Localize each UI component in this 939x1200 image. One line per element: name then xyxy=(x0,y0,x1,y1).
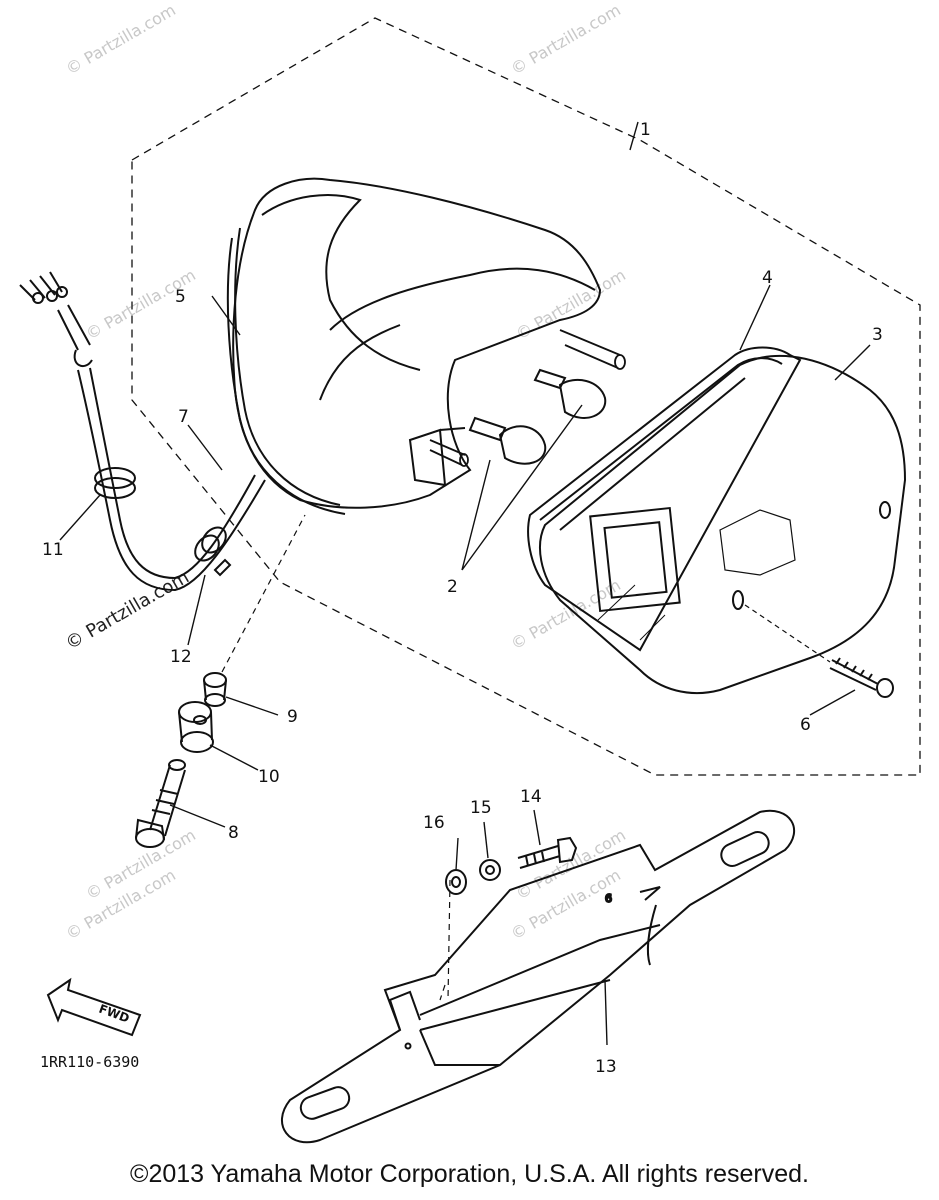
watermark: © Partzilla.com xyxy=(508,0,624,78)
license-bracket: 6 xyxy=(280,809,796,1144)
assembly-boundary xyxy=(131,17,921,776)
callout-6: 6 xyxy=(800,715,811,735)
callout-14: 14 xyxy=(520,787,542,807)
callout-4: 4 xyxy=(762,268,773,288)
forward-arrow: FWD xyxy=(46,977,142,1037)
callout-12: 12 xyxy=(170,647,192,667)
callout-9: 9 xyxy=(287,707,298,727)
callout-11: 11 xyxy=(42,540,64,560)
mounting-hardware xyxy=(135,514,306,848)
callout-1: 1 xyxy=(640,120,651,140)
bulb-group xyxy=(468,368,607,465)
watermark-group: © Partzilla.com © Partzilla.com © Partzi… xyxy=(62,0,629,943)
callout-numbers: 1 2 3 4 5 6 7 8 9 10 11 12 13 14 15 16 xyxy=(42,120,883,1077)
housing-studs xyxy=(429,329,626,467)
callout-13: 13 xyxy=(595,1057,617,1077)
diagram-code: 1RR110-6390 xyxy=(40,1053,139,1071)
taillight-lens xyxy=(539,354,907,694)
callout-8: 8 xyxy=(228,823,239,843)
callout-16: 16 xyxy=(423,813,445,833)
leader-lines xyxy=(59,121,871,1046)
callout-10: 10 xyxy=(258,767,280,787)
watermark: © Partzilla.com xyxy=(62,567,193,655)
wire-harness xyxy=(19,271,266,592)
callout-5: 5 xyxy=(175,287,186,307)
watermark: © Partzilla.com xyxy=(63,0,179,78)
taillight-housing xyxy=(226,177,602,515)
callout-15: 15 xyxy=(470,798,492,818)
copyright-notice: ©2013 Yamaha Motor Corporation, U.S.A. A… xyxy=(130,1160,809,1188)
callout-2: 2 xyxy=(447,577,458,597)
svg-text:6: 6 xyxy=(605,892,612,905)
callout-3: 3 xyxy=(872,325,883,345)
lens-screw xyxy=(744,604,894,698)
callout-7: 7 xyxy=(178,407,189,427)
bracket-fasteners xyxy=(439,836,578,1001)
fwd-label: FWD xyxy=(97,1002,131,1026)
